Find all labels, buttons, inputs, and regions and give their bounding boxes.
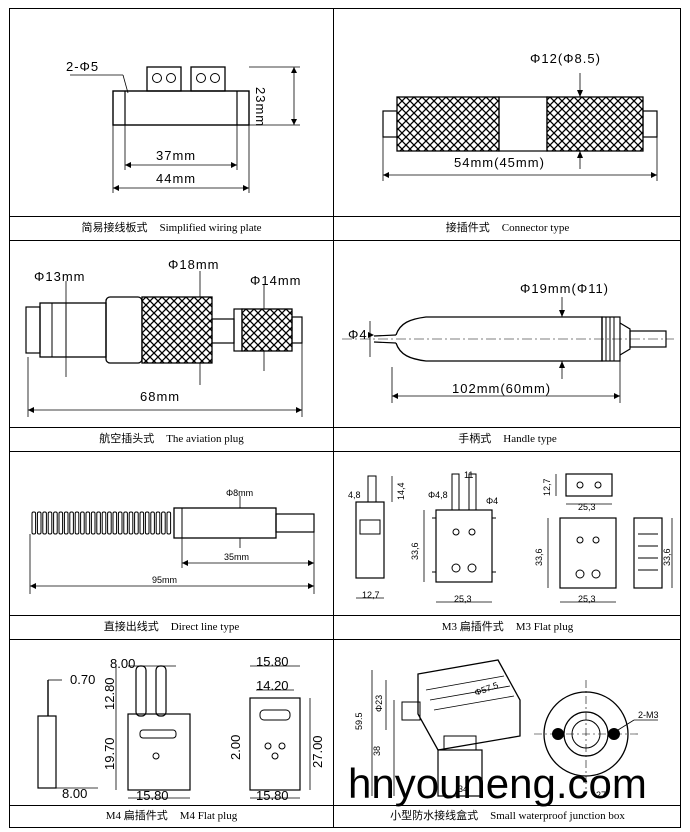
grid-divider-row2-caption	[10, 451, 680, 452]
dim-outer-width: 44mm	[156, 171, 197, 186]
dim-k: 33,6	[534, 548, 544, 566]
dim-c: Φ23	[374, 694, 384, 712]
caption-cn: 直接出线式	[103, 621, 159, 633]
dim-d: 38	[372, 745, 382, 756]
dim-g: 25,3	[578, 502, 596, 512]
m4-plug-drawing	[37, 665, 311, 799]
dim-e: 15.80	[136, 788, 169, 803]
dim-e: 11	[464, 470, 474, 480]
caption-handle: 手柄式 Handle type	[334, 432, 681, 446]
grid-divider-row4	[10, 805, 680, 806]
dim-f: 12,7	[542, 478, 552, 496]
panel-m4-flat-plug: 0.70 8.00 12.80 19.70 15.80 8.00 15.80 1…	[10, 640, 333, 805]
dim-diameter: Φ19mm(Φ11)	[520, 281, 610, 296]
panel-handle-type: Φ4 Φ19mm(Φ11) 102mm(60mm)	[334, 241, 681, 427]
caption-junction-box: 小型防水接线盒式 Small waterproof junction box	[334, 809, 681, 823]
dim-m: 33,6	[662, 548, 672, 566]
dim-g: 15.80	[256, 654, 289, 669]
caption-en: M3 Flat plug	[515, 621, 574, 633]
caption-en: Simplified wiring plate	[159, 222, 262, 234]
dim-length: 54mm(45mm)	[454, 155, 545, 170]
grid-divider-row1	[10, 216, 680, 217]
panel-junction-box: Φ57.5 59.5 Φ23 38 2-M3 34 27	[334, 640, 681, 805]
dim-i: 12,7	[362, 590, 380, 600]
dim-a: 4,8	[348, 490, 361, 500]
connector-drawing	[382, 73, 658, 181]
dim-d3: Φ14mm	[250, 273, 302, 288]
panel-m3-flat-plug: 4,8 14,4 Φ4,8 Φ4 11 12,7 25,3 33,6 12,7 …	[334, 452, 681, 615]
caption-connector: 接插件式 Connector type	[334, 221, 681, 235]
dim-d2: Φ18mm	[168, 257, 220, 272]
caption-cn: 航空插头式	[99, 433, 155, 445]
panel-direct-line: Φ8mm 35mm 95mm	[10, 452, 333, 615]
direct-line-drawing	[29, 496, 315, 594]
dim-a: 0.70	[70, 672, 96, 687]
caption-direct-line: 直接出线式 Direct line type	[10, 620, 333, 634]
dim-b: 8.00	[110, 656, 136, 671]
caption-aviation-plug: 航空插头式 The aviation plug	[10, 432, 333, 446]
caption-en: Handle type	[503, 433, 557, 445]
dim-i: 2.00	[228, 734, 243, 760]
dim-j: 25,3	[454, 594, 472, 604]
dim-j: 27.00	[310, 735, 325, 768]
grid-divider-vertical	[333, 9, 334, 827]
dim-b: 59.5	[354, 712, 364, 730]
dim-k: 15.80	[256, 788, 289, 803]
dim-inner-width: 37mm	[156, 148, 197, 163]
dim-d: 19.70	[102, 737, 117, 770]
dim-length: 68mm	[140, 389, 181, 404]
caption-cn: 小型防水接线盒式	[390, 810, 479, 822]
caption-cn: 接插件式	[445, 222, 490, 234]
caption-en: The aviation plug	[166, 433, 244, 445]
dim-b: 14,4	[396, 482, 406, 500]
grid-divider-row3	[10, 615, 680, 616]
dim-g: 27	[596, 790, 607, 800]
dim-f: 34	[458, 784, 469, 794]
dim-diameter: Φ12(Φ8.5)	[530, 51, 601, 66]
panel-connector-type: Φ12(Φ8.5) 54mm(45mm)	[334, 9, 681, 216]
wiring-plate-drawing	[70, 66, 300, 193]
dim-diameter: Φ8mm	[226, 488, 254, 498]
dim-tip: Φ4	[348, 327, 368, 342]
spec-sheet: 2-Φ5 37mm 44mm 23mm 简易接线板式 Simplified wir…	[9, 8, 681, 828]
caption-cn: 手柄式	[458, 433, 492, 445]
dim-l: 25,3	[578, 594, 596, 604]
panel-aviation-plug: Φ13mm Φ18mm Φ14mm 68mm	[10, 241, 333, 427]
dim-e: 2-M3	[638, 710, 659, 720]
caption-en: Direct line type	[170, 621, 240, 633]
dim-c: Φ4,8	[428, 490, 448, 500]
m3-plug-drawing	[355, 473, 673, 603]
aviation-plug-drawing	[25, 271, 303, 417]
grid-divider-row2	[10, 427, 680, 428]
caption-cn: 简易接线板式	[81, 222, 148, 234]
grid-divider-row3-caption	[10, 639, 680, 640]
dim-length: 102mm(60mm)	[452, 381, 552, 396]
dim-c: 12.80	[102, 677, 117, 710]
caption-en: Connector type	[501, 222, 570, 234]
dim-d1: Φ13mm	[34, 269, 86, 284]
caption-wiring-plate: 简易接线板式 Simplified wiring plate	[10, 221, 333, 235]
caption-cn: M4 扁插件式	[105, 810, 168, 822]
dim-long: 95mm	[152, 575, 178, 585]
dim-short: 35mm	[224, 552, 250, 562]
caption-cn: M3 扁插件式	[441, 621, 504, 633]
watermark-text: hnyouneng.com	[348, 760, 647, 807]
dim-f: 8.00	[62, 786, 88, 801]
grid-divider-row1-caption	[10, 240, 680, 241]
dim-h: 33,6	[410, 542, 420, 560]
caption-en: M4 Flat plug	[179, 810, 238, 822]
junction-box-drawing	[371, 659, 658, 797]
dim-d: Φ4	[486, 496, 499, 506]
caption-m3-plug: M3 扁插件式 M3 Flat plug	[334, 620, 681, 634]
caption-en: Small waterproof junction box	[490, 810, 625, 822]
caption-m4-plug: M4 扁插件式 M4 Flat plug	[10, 809, 333, 823]
handle-drawing	[342, 297, 674, 403]
dim-height: 23mm	[253, 87, 268, 128]
panel-simplified-wiring-plate: 2-Φ5 37mm 44mm 23mm	[10, 9, 333, 216]
dim-h: 14.20	[256, 678, 289, 693]
dim-holes: 2-Φ5	[66, 59, 100, 74]
